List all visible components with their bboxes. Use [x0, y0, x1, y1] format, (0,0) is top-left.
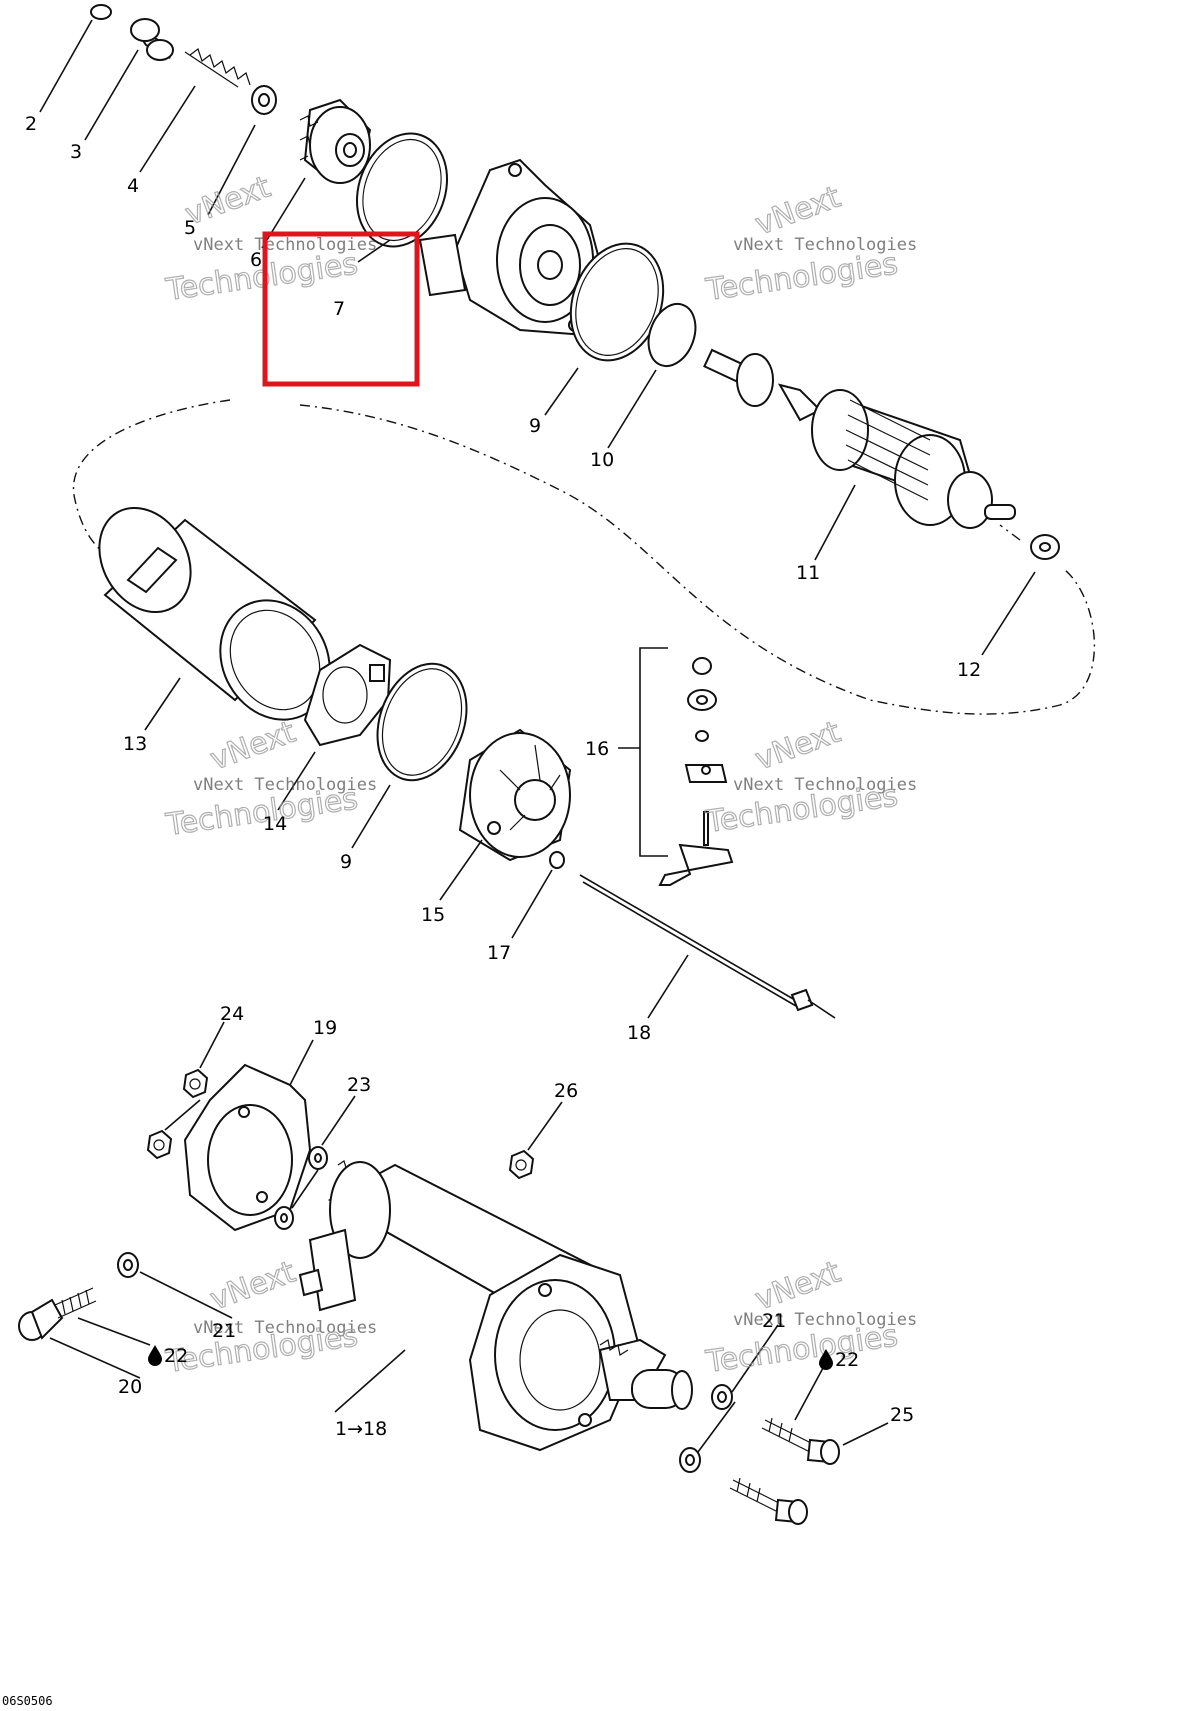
callout-24: 24: [220, 1003, 244, 1025]
callout-25: 25: [890, 1404, 914, 1426]
watermark-bottom-right: vNext vNext Technologies Technologies: [703, 1254, 918, 1381]
bolt-25b-part: [729, 1477, 808, 1525]
drawing-number: 06S0506: [2, 1694, 53, 1708]
starter-assembly-part: [298, 1160, 693, 1452]
leader-lines: [39, 19, 1036, 1453]
thrust-washer-part: [1030, 534, 1060, 560]
callout-23: 23: [347, 1074, 371, 1096]
callout-13: 13: [123, 733, 147, 755]
armature-part: [703, 348, 1016, 529]
svg-text:vNext: vNext: [751, 715, 846, 778]
washer-23b-part: [274, 1206, 294, 1230]
svg-text:vNext: vNext: [751, 1255, 846, 1318]
drop-icon: [819, 1349, 833, 1370]
o-ring-inner: [575, 248, 659, 356]
through-bolt-part: [579, 874, 836, 1019]
small-o-ring-part: [549, 851, 565, 869]
drop-icon: [148, 1345, 162, 1366]
terminal-kit-parts: [658, 657, 734, 886]
o-ring-large-inner: [362, 138, 442, 242]
terminal-brush-plate: [658, 843, 734, 886]
svg-text:Technologies: Technologies: [703, 246, 900, 308]
washer-21a-part: [117, 1252, 139, 1278]
washer-21c-part: [679, 1447, 701, 1473]
svg-text:22: 22: [835, 1349, 859, 1371]
kit-bracket: [639, 647, 668, 857]
watermark-top-right: vNext vNext Technologies Technologies: [703, 179, 918, 309]
washer-23a-part: [308, 1146, 328, 1170]
end-cover-part: [458, 728, 572, 862]
callout-9-mid: 9: [340, 851, 352, 873]
callout-7: 7: [333, 298, 345, 320]
nut-26-part: [508, 1149, 535, 1180]
svg-text:vNext Technologies: vNext Technologies: [193, 1318, 377, 1338]
yoke-part: [98, 506, 331, 721]
callout-1-18: 1→18: [335, 1418, 387, 1440]
callout-11: 11: [796, 562, 820, 584]
drive-housing-part: [418, 158, 612, 337]
brush-holder-part: [303, 643, 392, 747]
terminal-nut: [692, 657, 712, 675]
mounting-bracket-part: [183, 1063, 312, 1232]
svg-text:vNext: vNext: [206, 1255, 301, 1318]
svg-text:vNext Technologies: vNext Technologies: [733, 775, 917, 795]
drive-pinion-part: [299, 98, 372, 184]
callout-22-right: 22: [819, 1349, 859, 1371]
nut-upper-part: [182, 1068, 209, 1099]
watermark-mid-right: vNext vNext Technologies Technologies: [703, 714, 918, 841]
callout-21-right: 21: [762, 1310, 786, 1332]
callout-20: 20: [118, 1376, 142, 1398]
callout-17: 17: [487, 942, 511, 964]
terminal-bolt: [703, 811, 709, 846]
washer-part: [251, 85, 277, 115]
svg-text:vNext: vNext: [206, 715, 301, 778]
bolt-25a-part: [761, 1417, 840, 1465]
o-ring-lower-inner: [381, 668, 463, 776]
terminal-o-ring: [695, 730, 709, 742]
washer-21b-part: [711, 1384, 733, 1410]
o-ring-lower-part: [376, 662, 468, 782]
callout-18: 18: [627, 1022, 651, 1044]
svg-text:vNext Technologies: vNext Technologies: [193, 775, 377, 795]
o-ring-small-part: [647, 303, 697, 367]
callout-12: 12: [957, 659, 981, 681]
callout-9-top: 9: [529, 415, 541, 437]
callout-4: 4: [127, 175, 139, 197]
callout-21-left: 21: [212, 1320, 236, 1342]
callout-10: 10: [590, 449, 614, 471]
svg-text:22: 22: [164, 1345, 188, 1367]
callout-3: 3: [70, 141, 82, 163]
callout-26: 26: [554, 1080, 578, 1102]
sleeve-part: [130, 18, 174, 61]
callout-16: 16: [585, 738, 609, 760]
circlip-part: [90, 4, 112, 20]
highlight-box: [262, 231, 420, 387]
callout-22-left: 22: [148, 1345, 188, 1367]
callout-15: 15: [421, 904, 445, 926]
nut-lower-part: [146, 1129, 173, 1160]
callout-6: 6: [250, 249, 262, 271]
callout-labels: 2 3 4 5 6 7 9 10 11 12 13 14 9 15 16 17 …: [25, 113, 981, 1440]
svg-text:vNext Technologies: vNext Technologies: [733, 1310, 917, 1330]
spring-part: [184, 48, 251, 88]
svg-text:vNext Technologies: vNext Technologies: [193, 235, 377, 255]
bolt-20-part: [18, 1287, 97, 1341]
callout-5: 5: [184, 217, 196, 239]
callout-19: 19: [313, 1017, 337, 1039]
callout-2: 2: [25, 113, 37, 135]
svg-text:vNext: vNext: [751, 180, 846, 243]
svg-text:vNext Technologies: vNext Technologies: [733, 235, 917, 255]
callout-14: 14: [263, 813, 287, 835]
